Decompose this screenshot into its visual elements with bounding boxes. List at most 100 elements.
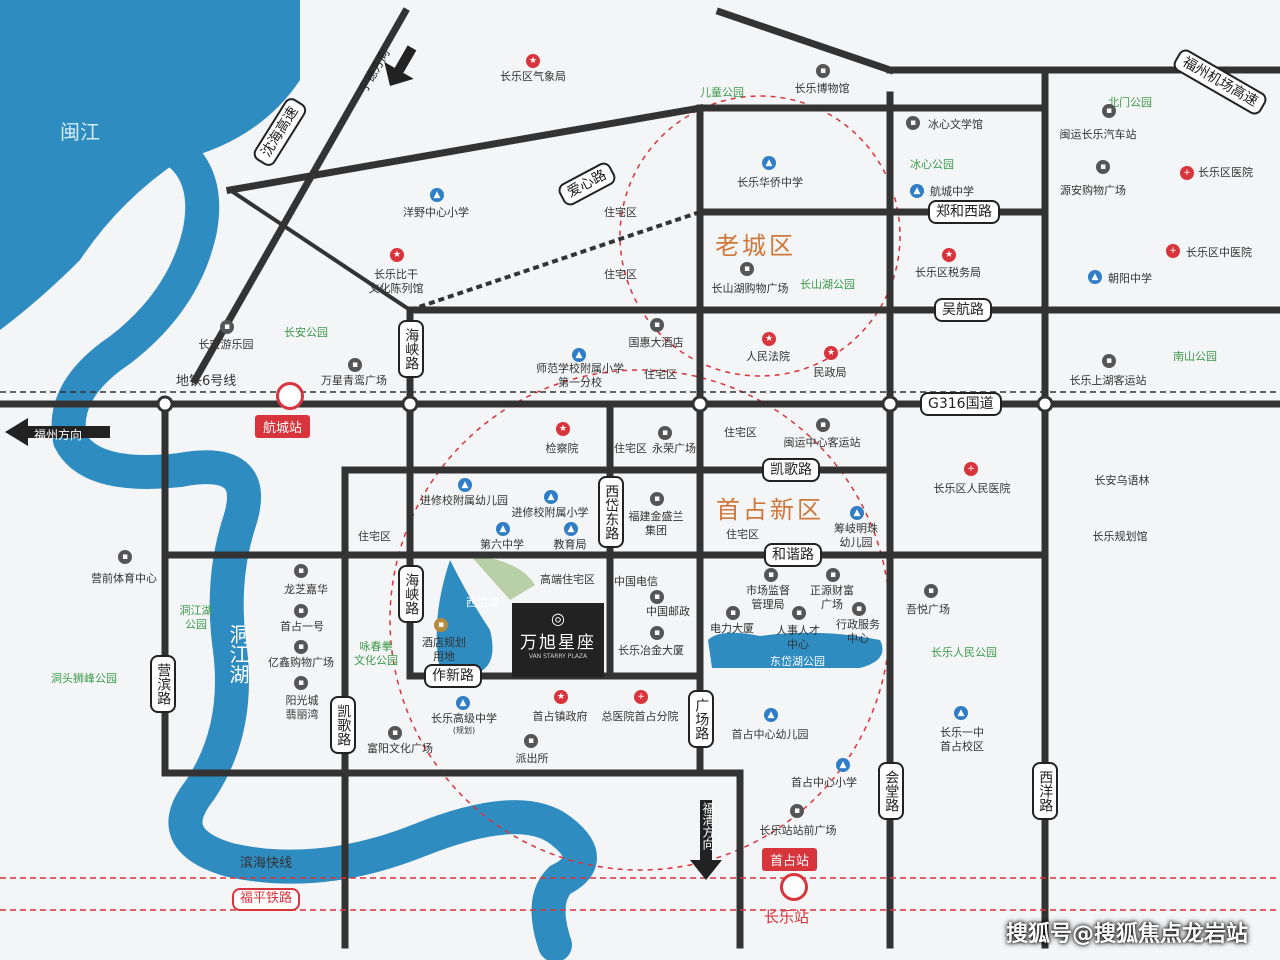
project-name: 万旭星座 (520, 633, 596, 653)
poi-p57: 电力大厦 (710, 622, 754, 635)
building-icon: ▪ (348, 358, 362, 372)
building-icon: ▪ (906, 116, 920, 130)
poi-p11: 源安购物广场 (1060, 184, 1126, 197)
road-guangchang: 广场路 (688, 690, 715, 748)
poi-p56: 中国邮政 (646, 605, 690, 618)
building-icon: ▪ (294, 640, 308, 654)
project-logo-icon: ◎ (551, 609, 565, 628)
poi-p33: 永荣广场 (652, 442, 696, 455)
poi-p14: 住宅区 (604, 268, 637, 281)
poi-p38: 进修校附属幼儿园 (420, 494, 508, 507)
road-kaige-2: 凯歌路 (330, 696, 357, 754)
building-icon: ▪ (924, 584, 938, 598)
poi-p46: 住宅区 (726, 528, 759, 541)
poi-p18: 长乐区税务局 (915, 266, 981, 279)
poi-p68: 首占镇政府 (532, 710, 588, 723)
poi-p12: 洋野中心小学 (403, 206, 469, 219)
poi-p36: 长乐区人民医院 (933, 482, 1011, 495)
label-dongdai-park: 东岱湖公园 (770, 655, 825, 668)
poi-p19: 长乐区中医院 (1186, 246, 1252, 259)
poi-p25: 民政局 (813, 366, 847, 379)
poi-p39: 进修校附属小学 (511, 506, 589, 519)
poi-p54b: 公园 (185, 618, 207, 631)
building-icon: ▪ (650, 626, 664, 640)
poi-p51b: 管理局 (751, 598, 785, 611)
building-icon: ▪ (826, 568, 840, 582)
dongjiang-river (51, 133, 597, 960)
watermark: 搜狐号@搜狐焦点龙岩站 (1005, 922, 1248, 947)
poi-p28: 师范学校附属小学 (536, 362, 624, 375)
poi-p66: 阳光城 (285, 694, 319, 707)
poi-p15: 长乐比干 (374, 268, 418, 281)
road-xidai: 西岱东路 (598, 476, 625, 548)
building-icon: ▪ (650, 590, 664, 604)
poi-p51: 市场监督 (746, 584, 790, 597)
school-icon: ▲ (544, 490, 558, 504)
poi-p75: 长乐站站前广场 (759, 824, 837, 837)
poi-p60: 亿鑫购物广场 (268, 656, 334, 669)
hotel-plot-icon: ▪ (434, 618, 448, 632)
minjiang-river (0, 0, 300, 330)
poi-p41b: 幼儿园 (839, 536, 873, 549)
poi-p13: 住宅区 (604, 206, 637, 219)
building-icon: ▪ (118, 550, 132, 564)
poi-p70: 长乐一中 (940, 726, 984, 739)
poi-p1: 长乐区气象局 (500, 70, 566, 83)
building-icon: ▪ (1102, 354, 1116, 368)
poi-p23: 国惠大酒店 (628, 336, 684, 349)
poi-p71: 首占中心幼儿园 (731, 728, 809, 741)
project-en: VAN STARRY PLAZA (528, 653, 588, 660)
label-metro6: 地铁6号线 (176, 374, 237, 389)
poi-p37: 长安乌语林 (1094, 474, 1150, 487)
poi-p35: 闽运中心客运站 (783, 436, 861, 449)
school-icon: ▲ (564, 522, 578, 536)
direction-fuqing: 福清方向 (701, 802, 715, 850)
poi-p49: 高端住宅区 (540, 573, 595, 586)
building-icon: ▪ (816, 64, 830, 78)
poi-p63: 咏春拳 (359, 640, 393, 653)
building-icon: ▪ (220, 320, 234, 334)
poi-p58: 人事人才 (776, 624, 820, 637)
gov-icon: ★ (390, 248, 404, 262)
direction-fuzhou: 福州方向 (34, 428, 83, 442)
school-icon: ▲ (764, 708, 778, 722)
road-huitang: 会堂路 (878, 762, 905, 820)
poi-p26: 南山公园 (1173, 350, 1217, 363)
road-yingbin: 营滨路 (150, 655, 177, 713)
gov-icon: ★ (526, 54, 540, 68)
building-icon: ▪ (764, 568, 778, 582)
poi-p50: 中国电信 (614, 575, 658, 588)
poi-p44: 第六中学 (480, 538, 524, 551)
poi-p58b: 中心 (787, 638, 809, 651)
poi-p67b: (规划) (452, 726, 476, 735)
poi-p62: 长乐冶金大厦 (618, 644, 684, 657)
building-icon: ▪ (658, 426, 672, 440)
poi-p9: 航城中学 (930, 185, 974, 198)
poi-p59: 行政服务 (836, 618, 880, 631)
building-icon: ▪ (726, 606, 740, 620)
poi-p43: 住宅区 (358, 530, 391, 543)
road-wuhang: 吴航路 (934, 298, 992, 323)
road-haixia-2: 海峡路 (398, 565, 425, 623)
poi-p27: 万星青鸾广场 (321, 374, 387, 387)
poi-p59b: 中心 (847, 632, 869, 645)
poi-p61: 酒店规划 (422, 636, 466, 649)
school-icon: ▲ (954, 706, 968, 720)
road-xiyang: 西洋路 (1032, 762, 1059, 820)
building-icon: ▪ (790, 804, 804, 818)
poi-p42: 长乐规划馆 (1092, 530, 1148, 543)
poi-p52b: 广场 (821, 598, 843, 611)
poi-p74: 首占中心小学 (791, 776, 857, 789)
building-icon: ▪ (792, 606, 806, 620)
road-g316: G316国道 (920, 392, 1002, 417)
poi-p40: 福建金盛兰 (628, 510, 684, 523)
poi-p28b: 第一分校 (558, 376, 602, 389)
poi-p15b: 文化陈列馆 (368, 282, 424, 295)
building-icon: ▪ (816, 418, 830, 432)
school-icon: ▲ (762, 156, 776, 170)
label-minjiang: 闽江 (60, 120, 100, 144)
road-kaige-1: 凯歌路 (762, 458, 820, 483)
poi-p3: 儿童公园 (700, 86, 744, 99)
school-icon: ▲ (456, 696, 470, 710)
